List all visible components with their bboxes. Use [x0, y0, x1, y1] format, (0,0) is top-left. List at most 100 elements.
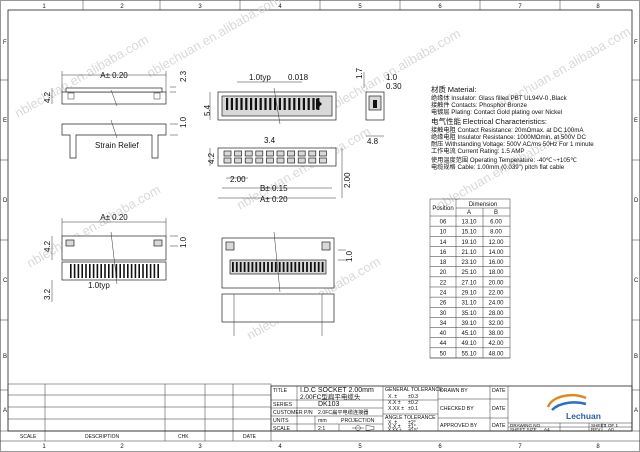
table-cell-b: 6.00: [490, 220, 502, 226]
row-label: C: [3, 278, 8, 284]
svg-text:使用温度范围 Operating Temperature:: 使用温度范围 Operating Temperature: -40℃~+105℃: [431, 156, 577, 164]
col-label: 1: [42, 4, 46, 10]
series-label: SERIES: [273, 402, 293, 408]
sheet-size-value: A4: [544, 427, 550, 432]
table-cell-b: 16.00: [488, 260, 504, 266]
contact-pin: [259, 98, 262, 110]
row-label: F: [3, 40, 7, 46]
contact-hole: [255, 157, 264, 164]
contact-hole: [234, 157, 242, 164]
table-cell-b: 48.00: [488, 351, 504, 357]
table-cell-a: 25.10: [461, 270, 477, 276]
elec-title-cn: 电气性能: [431, 116, 461, 126]
table-cell-position: 20: [440, 270, 447, 276]
dim-1-0typ-low: 1.0typ: [88, 281, 110, 290]
lower-side-view: A± 0.20 4.2 1.0 3.2 1.0typ: [43, 213, 188, 302]
dim-4-2-mid: 4.2: [207, 152, 216, 164]
tol1-value: ±0.3: [408, 394, 418, 400]
dim-4-2-low: 4.2: [43, 240, 52, 252]
contact-pin: [77, 264, 80, 278]
contact-pin: [321, 262, 324, 272]
col-label: 7: [518, 444, 522, 450]
row-label: A: [3, 408, 7, 414]
dim-a-mid: A± 0.20: [260, 195, 288, 204]
insulator: Insulator: Glass filled PBT UL94V-0 ,Bla…: [451, 95, 567, 102]
current-cn: 工作电流: [431, 147, 456, 155]
dim-1-0-side: 1.0: [386, 73, 398, 82]
dim-b: B± 0.15: [260, 184, 288, 193]
rev-col-scale: SCALE: [20, 434, 37, 440]
contact-hole: [234, 150, 242, 157]
contact-hole: [244, 157, 253, 164]
col-label: 5: [358, 444, 362, 450]
cable: Cable: 1.00mm (0.039") pitch flat cable: [457, 164, 564, 171]
contact-hole: [223, 157, 232, 164]
side-view: 1.7 1.0 0.30 4.8: [355, 67, 402, 146]
table-cell-b: 28.00: [488, 311, 504, 317]
dim-1-0-right: 1.0: [345, 250, 354, 262]
contact-pin: [312, 98, 315, 110]
contact-pin: [119, 264, 121, 278]
material-title: Material:: [448, 85, 477, 94]
company-name: Lechuan: [566, 411, 601, 421]
table-cell-position: 50: [440, 351, 447, 357]
temp-cn: 使用温度范围: [431, 156, 468, 164]
contact-pin: [92, 264, 95, 278]
svg-text:绝缘电阻 Insulator Resistance: 100: 绝缘电阻 Insulator Resistance: 1000MΩmin. at…: [431, 133, 586, 141]
tol1-label: X. ±: [388, 394, 397, 400]
row-label: F: [634, 40, 638, 46]
table-cell-position: 18: [440, 260, 447, 266]
table-cell-a: 15.10: [461, 230, 477, 236]
contact-pin: [278, 98, 281, 110]
tol2-value: ±0.2: [408, 400, 418, 406]
contact-hole: [308, 150, 317, 157]
dim-2-00: 2.00: [230, 175, 246, 184]
table-cell-a: 21.10: [461, 250, 477, 256]
dim-3-4: 3.4: [264, 136, 276, 145]
scale-value: 2:1: [318, 426, 325, 432]
contact-hole: [266, 150, 274, 157]
dim-4-2: 4.2: [43, 91, 52, 103]
contact-pin: [282, 262, 285, 272]
contact-pin: [259, 262, 262, 272]
contact-pin: [274, 262, 277, 272]
ang-tol: ANGLE TOLERANCE: [385, 415, 436, 421]
table-cell-a: 27.10: [461, 280, 477, 286]
col-label: 1: [42, 444, 46, 450]
dim-a-top: A± 0.20: [100, 71, 128, 80]
atol2-label: X.X ±: [388, 424, 401, 430]
contact-pin: [104, 264, 106, 278]
contact-pin: [290, 262, 293, 272]
plating: Plating: Contact Gold plating over Nicke…: [451, 109, 562, 116]
sheet-value: 1 OF 1: [604, 423, 618, 428]
table-cell-position: 30: [440, 311, 447, 317]
rev-col-date: DATE: [243, 434, 257, 440]
plating-cn: 电镀层: [431, 108, 450, 116]
title-line1: I.D.C SOCKET 2.00mm: [300, 387, 374, 394]
units-value: mm: [318, 418, 327, 424]
contact-pin: [149, 264, 152, 278]
row-label: A: [634, 408, 638, 414]
contact-pin: [100, 264, 102, 278]
date-checked: DATE: [492, 406, 506, 412]
table-cell-position: 16: [440, 250, 447, 256]
contact-pin: [240, 98, 243, 110]
current: Current Rating: 1.5 AMP: [457, 148, 524, 155]
contact-pin: [298, 262, 301, 272]
specs-block: 材质 Material: 绝缘体 Insulator: Glass filled…: [431, 84, 594, 171]
table-cell-a: 29.10: [461, 291, 477, 297]
table-cell-a: 45.10: [461, 331, 477, 337]
contact-pin: [235, 262, 238, 272]
contact-pin: [250, 98, 253, 110]
contact-pin: [73, 264, 76, 278]
contact-pin: [302, 98, 305, 110]
table-cell-position: 14: [440, 240, 447, 246]
contact-pin: [89, 264, 91, 278]
col-dimension: Dimension: [469, 202, 497, 208]
contact-pin: [130, 264, 133, 278]
atol3-label: X.XX ±: [388, 427, 402, 432]
table-cell-b: 20.00: [488, 280, 504, 286]
contact-pin: [313, 262, 316, 272]
strain-relief-view: 1.0 Strain Relief: [61, 116, 188, 159]
